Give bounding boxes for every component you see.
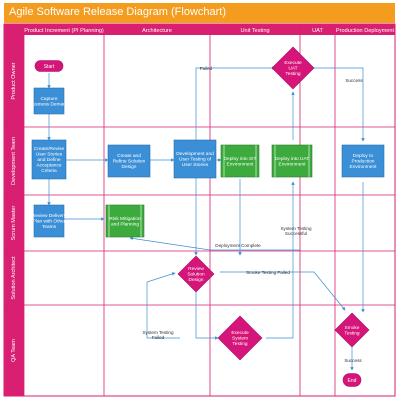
edge-label-smoke-testing-failed: Smoke Testing Failed bbox=[246, 270, 290, 275]
edge-label-success-top: Success bbox=[345, 78, 363, 83]
diagram-title: Agile Software Release Diagram (Flowchar… bbox=[9, 6, 227, 18]
terminal-start bbox=[34, 60, 64, 72]
arrow-system-success-to-uat bbox=[266, 181, 295, 339]
process-risk bbox=[105, 204, 145, 238]
row-header-1: Product Owner bbox=[11, 62, 17, 99]
process-capture bbox=[33, 87, 65, 115]
column-header-3: Unit Testing bbox=[240, 28, 269, 34]
arrow-uat-failed-to-dev bbox=[195, 66, 276, 140]
process-deploy-sit bbox=[220, 144, 260, 178]
arrow-smoke-failed bbox=[220, 271, 346, 311]
arrow-review-to-system bbox=[195, 290, 219, 340]
title-bar: Agile Software Release Diagram (Flowchar… bbox=[4, 3, 395, 23]
arrow-uat-success-to-prod bbox=[312, 67, 365, 142]
row-header-4: Solution Architect bbox=[11, 256, 17, 300]
decision-review-design bbox=[177, 255, 215, 293]
process-create-refine bbox=[31, 139, 67, 180]
column-header-4: UAT bbox=[312, 28, 323, 34]
process-deploy-prod bbox=[341, 144, 385, 178]
arrow-system-failed bbox=[146, 272, 180, 339]
decision-execute-uat bbox=[271, 46, 315, 90]
process-review-plan bbox=[33, 204, 65, 238]
row-header-3: Scrum Master bbox=[11, 205, 17, 240]
row-header-5: QA Team bbox=[11, 339, 17, 362]
terminal-label-end: End bbox=[348, 378, 357, 384]
row-header-2: Development Team bbox=[11, 137, 17, 185]
column-header-band bbox=[4, 24, 395, 35]
column-header-2: Architecture bbox=[142, 28, 172, 34]
row-header-band bbox=[4, 35, 24, 396]
decision-execute-system bbox=[217, 315, 263, 361]
process-deploy-uat bbox=[271, 144, 313, 178]
terminal-label-start: Start bbox=[44, 64, 55, 70]
column-header-1: Product Increment (PI Planning) bbox=[24, 28, 104, 34]
column-header-5: Production Deployment bbox=[336, 28, 395, 34]
edge-label-success-bottom: Success bbox=[344, 358, 362, 363]
edge-label-failed-top: Failed bbox=[200, 66, 213, 71]
decision-smoke bbox=[334, 312, 370, 348]
arrow-deployment-complete bbox=[129, 236, 300, 251]
process-refine-solution bbox=[107, 144, 151, 178]
process-dev-unit bbox=[173, 139, 217, 179]
terminal-end bbox=[342, 373, 362, 387]
edge-label-deployment-complete: Deployment Complete bbox=[215, 243, 261, 248]
